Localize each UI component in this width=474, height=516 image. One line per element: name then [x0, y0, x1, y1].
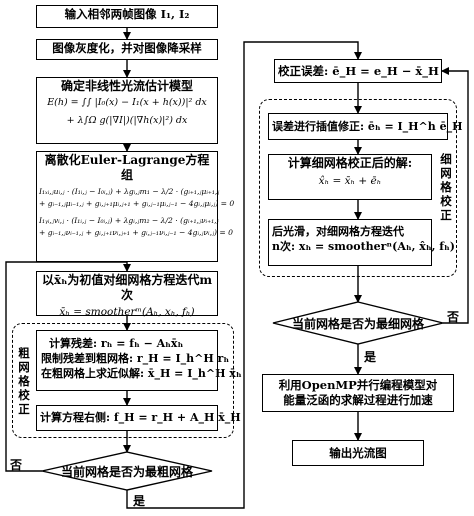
arrow-coarsest-yes	[126, 41, 362, 509]
label-finest-no: 否	[447, 310, 460, 324]
post-smooth-line-2: n次: xₕ = smootherⁿ(Aₕ, x̂ₕ, fₕ)	[272, 240, 455, 253]
fine-correction-box: 计算细网格校正后的解: x̂ₕ = x̄ₕ + ēₕ	[268, 154, 432, 200]
correction-error-box: 校正误差: ē_H = e_H − x̄_H	[274, 59, 442, 83]
decision-finest-text: 当前网格是否为最细网格	[291, 317, 424, 331]
openmp-line-2: 能量泛函的求解过程进行加速	[283, 393, 433, 407]
decision-coarsest-text: 当前网格是否为最粗网格	[60, 465, 193, 479]
input-images-text: 输入相邻两帧图像 I₁, I₂	[64, 7, 190, 21]
arrow-coarsest-no-loop	[5, 261, 127, 472]
output-box: 输出光流图	[292, 440, 424, 466]
label-finest-yes: 是	[364, 350, 377, 364]
post-smooth-line-1: 后光滑，对细网格方程迭代	[272, 225, 404, 238]
post-smooth-box: 后光滑，对细网格方程迭代 n次: xₕ = smootherⁿ(Aₕ, x̂ₕ,…	[268, 219, 455, 266]
openmp-line-1: 利用OpenMP并行编程模型对	[278, 378, 438, 392]
iterate-fine-box: 以x̄ₕ为初值对细网格方程迭代m次 x̄ₕ = smootherᵐ(Aₕ, xₕ…	[36, 271, 218, 318]
grayscale-box: 图像灰度化，并对图像降采样	[36, 39, 218, 60]
residual-box: 计算残差: rₕ = fₕ − Aₕx̄ₕ 限制残差到粗网格: r_H = I_…	[36, 330, 242, 391]
arrow-finest-no-loop	[441, 67, 469, 324]
model-title: 确定非线性光流估计模型	[60, 79, 193, 93]
interpolate-text: 误差进行插值修正: ēₕ = I_H^h ē_H	[272, 120, 463, 133]
decision-coarsest-diamond	[41, 451, 213, 491]
euler-lagrange-box: 离散化Euler-Lagrange方程组 I₁ₓᵢ,ⱼuᵢ,ⱼ · (I₁ᵢ,ⱼ…	[36, 151, 235, 262]
model-box: 确定非线性光流估计模型 E(h) = ∫∫ |I₀(x) − I₁(x + h(…	[36, 77, 218, 144]
correction-error-text: 校正误差: ē_H = e_H − x̄_H	[278, 64, 439, 78]
label-coarsest-no: 否	[10, 458, 23, 472]
grayscale-text: 图像灰度化，并对图像降采样	[52, 41, 202, 55]
input-images-box: 输入相邻两帧图像 I₁, I₂	[36, 5, 218, 28]
coarse-grid-correction-region	[12, 323, 234, 438]
label-coarsest-yes: 是	[133, 494, 146, 508]
iterate-fine-equation: x̄ₕ = smootherᵐ(Aₕ, xₕ, fₕ)	[59, 306, 195, 318]
model-equation-2: + λ∫Ω g(|∇I|)(|∇h(x)|²) dx	[66, 115, 188, 126]
interpolate-box: 误差进行插值修正: ēₕ = I_H^h ē_H	[268, 113, 463, 140]
decision-finest-diamond	[272, 301, 444, 345]
fine-correction-label: 细网格校正	[440, 152, 452, 222]
fine-correction-equation: x̂ₕ = x̄ₕ + ēₕ	[318, 175, 382, 187]
openmp-box: 利用OpenMP并行编程模型对 能量泛函的求解过程进行加速	[262, 374, 454, 412]
rhs-text: 计算方程右侧: f_H = r_H + A_H x̄_H	[40, 411, 241, 424]
fine-correction-title: 计算细网格校正后的解:	[287, 156, 413, 170]
euler-equation-4: + gᵢ₋₁,ⱼνᵢ₋₁,ⱼ + gᵢ,ⱼ₊₁νᵢ,ⱼ₊₁ + gᵢ,ⱼ₋₁νᵢ…	[39, 227, 233, 237]
euler-equation-2: + gᵢ₋₁,ⱼμᵢ₋₁,ⱼ + gᵢ,ⱼ₊₁μᵢ,ⱼ₊₁ + gᵢ,ⱼ₋₁μᵢ…	[39, 198, 235, 208]
model-equation-1: E(h) = ∫∫ |I₀(x) − I₁(x + h(x))|² dx	[47, 97, 207, 108]
euler-lagrange-title: 离散化Euler-Lagrange方程组	[44, 153, 210, 182]
euler-equation-3: I₁ᵧᵢ,ⱼvᵢ,ⱼ · (I₁ᵢ,ⱼ − I₀ᵢ,ⱼ) + λgᵢ,ⱼm₂ −…	[39, 216, 219, 225]
iterate-fine-title: 以x̄ₕ为初值对细网格方程迭代m次	[41, 273, 213, 302]
residual-line-2: 限制残差到粗网格: r_H = I_h^H rₕ	[41, 352, 230, 365]
residual-line-3: 在粗网格上求近似解: x̄_H = I_h^H x̄ₕ	[41, 367, 242, 380]
residual-line-1: 计算残差: rₕ = fₕ − Aₕx̄ₕ	[49, 337, 184, 350]
coarse-correction-label: 粗网格校正	[18, 346, 30, 416]
fine-grid-correction-region	[259, 99, 457, 277]
rhs-box: 计算方程右侧: f_H = r_H + A_H x̄_H	[36, 405, 241, 431]
output-text: 输出光流图	[329, 446, 387, 460]
euler-equation-1: I₁ₓᵢ,ⱼuᵢ,ⱼ · (I₁ᵢ,ⱼ − I₀ᵢ,ⱼ) + λgᵢ,ⱼm₁ −…	[39, 187, 220, 196]
